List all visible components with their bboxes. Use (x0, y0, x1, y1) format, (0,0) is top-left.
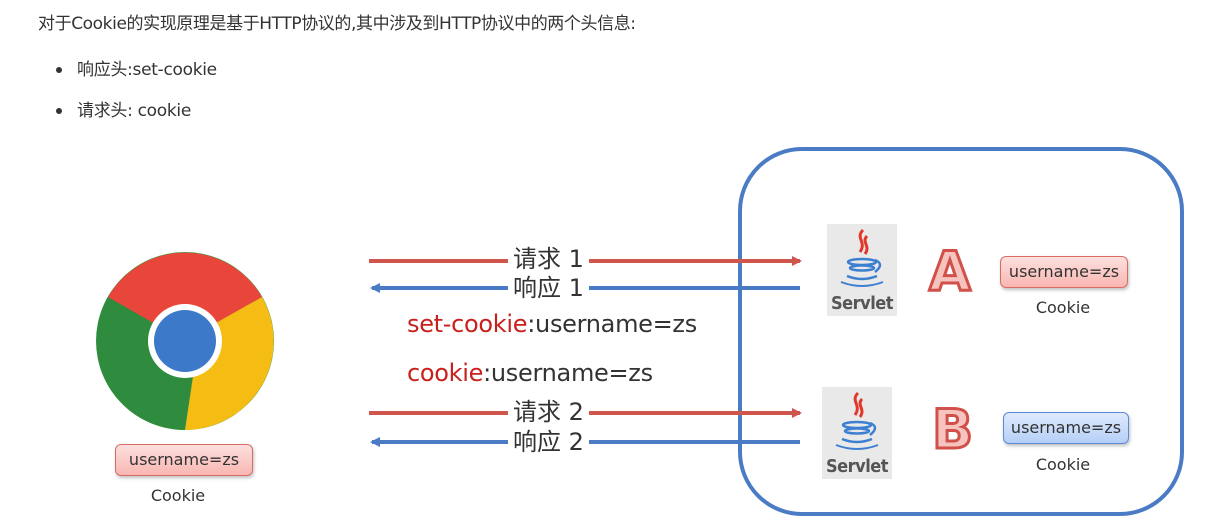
set-cookie-header: set-cookie:username=zs (407, 310, 697, 338)
list-item: 请求头: cookie (52, 97, 217, 138)
browser-cookie-box: username=zs (115, 444, 253, 476)
servlet-b-letter: B (930, 397, 974, 463)
response-2-label: 响应 2 (508, 429, 589, 455)
servlet-a-cookie-label: Cookie (1035, 298, 1091, 317)
set-cookie-value: :username=zs (527, 310, 697, 338)
header-list: 响应头:set-cookie 请求头: cookie (52, 56, 217, 138)
response-1-label: 响应 1 (508, 275, 589, 301)
servlet-a: Servlet (827, 224, 897, 316)
java-servlet-icon (835, 391, 879, 450)
servlet-a-letter: A (928, 239, 973, 305)
request-1-label: 请求 1 (508, 246, 589, 272)
list-item-text: 响应头:set-cookie (77, 60, 217, 80)
server-container (738, 147, 1184, 516)
java-servlet-icon (840, 228, 884, 287)
servlet-b-cookie-box: username=zs (1003, 412, 1129, 444)
cookie-header-value: :username=zs (483, 359, 653, 387)
chrome-icon (96, 252, 274, 430)
set-cookie-key: set-cookie (407, 310, 528, 338)
cookie-header: cookie:username=zs (407, 359, 653, 387)
bullet-icon (56, 108, 62, 114)
servlet-a-cookie-box: username=zs (1000, 256, 1128, 288)
cookie-key: cookie (407, 359, 484, 387)
list-item: 响应头:set-cookie (52, 56, 217, 97)
intro-text: 对于Cookie的实现原理是基于HTTP协议的,其中涉及到HTTP协议中的两个头… (38, 14, 636, 34)
bullet-icon (56, 67, 62, 73)
servlet-b-cookie-label: Cookie (1035, 455, 1091, 474)
servlet-a-label: Servlet (831, 293, 893, 314)
servlet-b: Servlet (822, 387, 892, 479)
browser-cookie-label: Cookie (150, 486, 206, 505)
list-item-text: 请求头: cookie (77, 101, 192, 121)
servlet-b-label: Servlet (826, 456, 888, 477)
request-2-label: 请求 2 (508, 399, 589, 425)
